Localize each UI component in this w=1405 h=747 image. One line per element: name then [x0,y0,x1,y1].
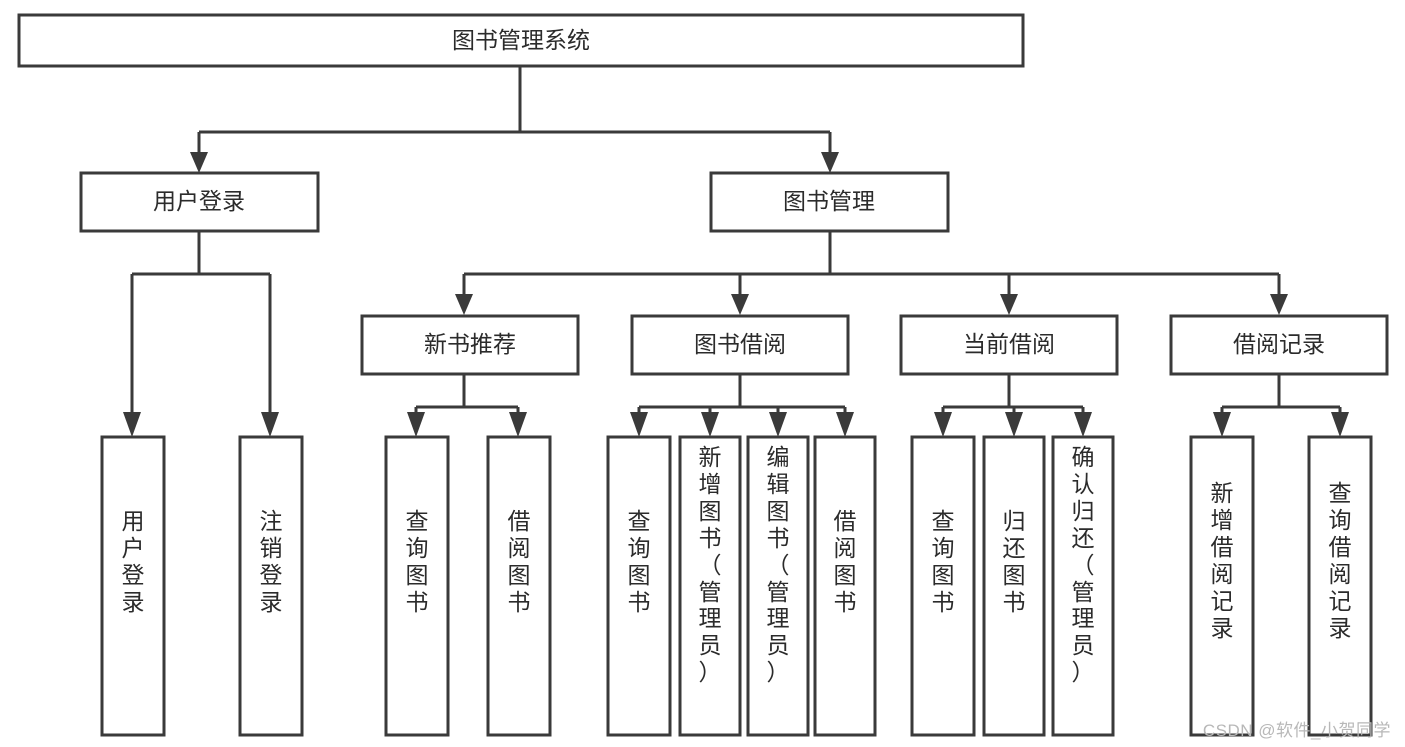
leaf-boxes-new-book-recommend [384,435,552,737]
arrowhead-leaf-query-book-2 [630,412,648,437]
arrowhead-leaf-query-record [1331,412,1349,437]
leaf-box-query-record[interactable] [1307,435,1373,737]
node-root[interactable]: 图书管理系统 [17,13,1025,68]
node-book-manage[interactable]: 图书管理 [709,171,950,233]
node-new-book-recommend-label: 新书推荐 [424,331,516,357]
arrowhead-leaf-borrow-book-2 [836,412,854,437]
node-current-borrow[interactable]: 当前借阅 [899,314,1119,376]
csdn-watermark: CSDN @软件_小贺同学 [1202,721,1391,740]
node-new-book-recommend-box[interactable] [360,314,580,376]
arrowhead-leaf-logout [261,412,279,437]
arrowhead-borrow-record [1270,294,1288,315]
leaf-boxes-user-login [100,435,304,737]
node-user-login[interactable]: 用户登录 [79,171,320,233]
arrowhead-leaf-add-book [701,412,719,437]
leaf-box-logout[interactable] [238,435,304,737]
leaf-box-add-record[interactable] [1189,435,1255,737]
arrowhead-current-borrow [1000,294,1018,315]
connector-group-book-borrow-children [630,374,854,437]
leaf-box-confirm-return[interactable] [1051,435,1115,737]
node-user-login-box[interactable] [79,171,320,233]
arrowhead-leaf-return-book [1005,412,1023,437]
leaf-box-add-book[interactable] [678,435,742,737]
arrowhead-book-borrow [731,294,749,315]
leaf-box-query-book-1[interactable] [384,435,450,737]
connector-group-current-borrow-children [934,374,1092,437]
leaf-box-borrow-book-2[interactable] [813,435,877,737]
node-book-manage-box[interactable] [709,171,950,233]
leaf-boxes-borrow-record [1189,435,1373,737]
leaf-box-borrow-book-1[interactable] [486,435,552,737]
node-book-manage-label: 图书管理 [783,188,875,214]
connector-group-user-login-children [123,231,279,437]
arrowhead-user-login [190,152,208,173]
arrowhead-book-manage [821,152,839,173]
leaf-box-query-book-2[interactable] [606,435,672,737]
node-current-borrow-label: 当前借阅 [963,331,1055,357]
arrowhead-new-book-recommend [455,294,473,315]
arrowhead-leaf-add-record [1213,412,1231,437]
connector-group-borrow-record-children [1213,374,1349,437]
connector-group-root-to-level2 [190,66,839,173]
node-new-book-recommend[interactable]: 新书推荐 [360,314,580,376]
node-borrow-record-box[interactable] [1169,314,1389,376]
leaf-boxes-current-borrow [910,435,1115,737]
node-borrow-record-label: 借阅记录 [1233,331,1325,357]
arrowhead-leaf-borrow-book-1 [509,412,527,437]
leaf-box-user-login[interactable] [100,435,166,737]
arrowhead-leaf-user-login [123,412,141,437]
node-root-label: 图书管理系统 [452,27,590,53]
leaf-box-edit-book[interactable] [746,435,810,737]
arrowhead-leaf-query-book-1 [407,412,425,437]
arrowhead-leaf-confirm-return [1074,412,1092,437]
connector-group-book-manage-children [455,231,1288,315]
node-current-borrow-box[interactable] [899,314,1119,376]
leaf-box-query-book-3[interactable] [910,435,976,737]
node-book-borrow[interactable]: 图书借阅 [630,314,850,376]
node-borrow-record[interactable]: 借阅记录 [1169,314,1389,376]
node-root-box[interactable] [17,13,1025,68]
leaf-box-return-book[interactable] [982,435,1046,737]
arrowhead-leaf-query-book-3 [934,412,952,437]
connector-group-new-book-recommend-children [407,374,527,437]
node-user-login-label: 用户登录 [153,188,245,214]
node-book-borrow-box[interactable] [630,314,850,376]
arrowhead-leaf-edit-book [769,412,787,437]
node-book-borrow-label: 图书借阅 [694,331,786,357]
leaf-boxes-book-borrow [606,435,877,737]
